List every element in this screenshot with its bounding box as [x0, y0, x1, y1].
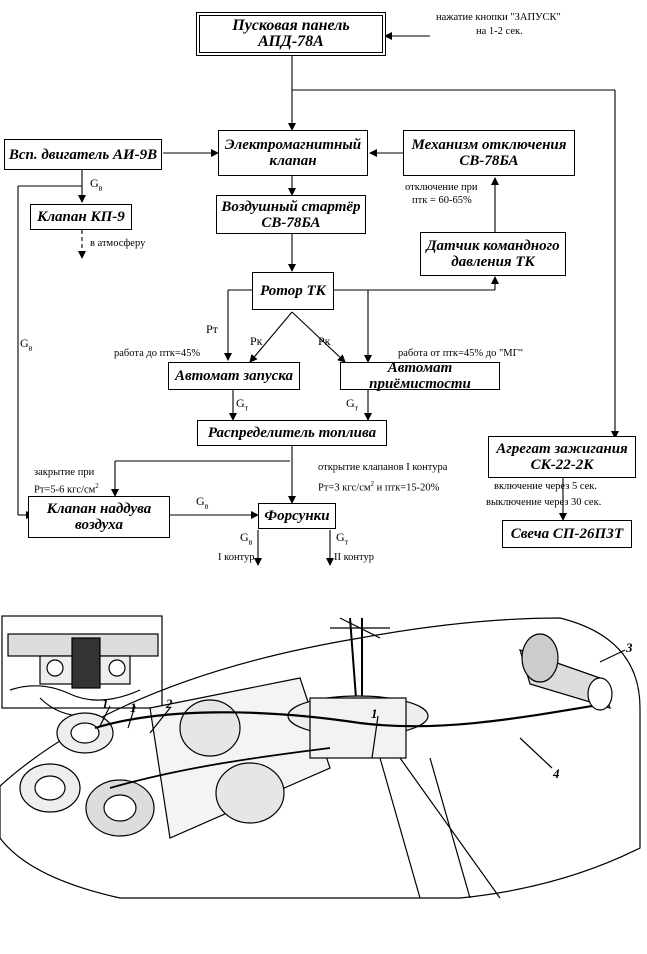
- closing-note-1: закрытие при: [34, 467, 95, 478]
- pressure-sensor-block: Датчик командного давления ТК: [420, 232, 566, 276]
- solenoid-valve-label-2: клапан: [269, 153, 317, 169]
- spark-plug-label: Свеча СП-26ПЗТ: [510, 526, 624, 542]
- opening-note-2-text: Рт=3 кгс/см: [318, 482, 371, 494]
- throttle-automat-block: Автомат приёмистости: [340, 360, 500, 392]
- boost-valve-block: Клапан наддува воздуха: [28, 496, 170, 538]
- callout-1b: 1: [130, 700, 137, 715]
- fuel-distributor-block: Распределитель топлива: [197, 420, 387, 446]
- rotor-tk-block: Ротор ТК: [252, 272, 334, 310]
- callout-4: 4: [553, 766, 560, 781]
- gt-symbol-throttle: Gт: [346, 396, 359, 413]
- contour-2-note: II контур: [334, 552, 375, 563]
- atmosphere-note: в атмосферу: [90, 238, 146, 249]
- injectors-block: Форсунки: [258, 503, 336, 529]
- gv-symbol-boost: Gв: [196, 494, 209, 511]
- inset-detail-frame: [1, 615, 163, 709]
- air-starter-label-2: СВ-78БА: [261, 214, 321, 231]
- opening-note-1: открытие клапанов I контура: [318, 462, 448, 473]
- nacelle-outline: [0, 617, 641, 899]
- pk-symbol-right: Рк: [318, 334, 331, 348]
- throttle-automat-label: Автомат приёмистости: [369, 360, 471, 392]
- callout-1a: 1: [102, 696, 109, 711]
- callout-3: 3: [626, 640, 633, 655]
- air-starter-block: Воздушный стартёр СВ-78БА: [216, 195, 366, 234]
- ignition-unit-label-1: Агрегат зажигания: [496, 441, 628, 457]
- cutoff-mechanism-label-1: Механизм отключения: [411, 137, 567, 153]
- aux-engine-block: Всп. двигатель АИ-9В: [4, 139, 162, 170]
- solenoid-valve-block: Электромагнитный клапан: [218, 130, 368, 176]
- air-starter-label-1: Воздушный стартёр: [221, 198, 361, 215]
- injectors-label: Форсунки: [264, 508, 330, 524]
- gv-symbol-aux: Gв: [90, 176, 103, 193]
- spark-plug-block: Свеча СП-26ПЗТ: [502, 520, 632, 548]
- cutoff-mechanism-label-2: СВ-78БА: [459, 153, 519, 169]
- ignition-unit-block: Агрегат зажигания СК-22-2К: [488, 436, 636, 478]
- opening-note-2-exp: 2: [370, 480, 375, 488]
- closing-note-2: Рт=5-6 кгс/см2: [34, 480, 99, 497]
- pt-symbol-rotor: Рт: [206, 322, 218, 336]
- pressure-sensor-label-1: Датчик командного: [426, 238, 560, 254]
- callout-2: 2: [166, 696, 173, 711]
- boost-valve-label-2: воздуха: [75, 517, 123, 533]
- contour-1-note: I контур: [218, 552, 255, 563]
- rotor-tk-label: Ротор ТК: [260, 283, 326, 299]
- gt-symbol-contour2: Gт: [336, 530, 349, 547]
- gv-symbol-left: Gв: [20, 336, 33, 353]
- start-automat-label: Автомат запуска: [174, 368, 294, 384]
- solenoid-valve-label-1: Электромагнитный: [224, 137, 362, 153]
- pk-symbol-left: Рк: [250, 334, 263, 348]
- switch-off-note: выключение через 30 сек.: [486, 497, 602, 508]
- engine-installation-illustration: [0, 615, 641, 899]
- aux-engine-label: Всп. двигатель АИ-9В: [8, 146, 158, 163]
- ignition-harness: [94, 701, 611, 730]
- pressure-sensor-label-2: давления ТК: [451, 254, 535, 270]
- gt-symbol-start: Gт: [236, 396, 249, 413]
- cutoff-note-1: отключение при: [405, 182, 478, 193]
- work-to-45-note: работа до птк=45%: [114, 348, 201, 359]
- closing-note-2-exp: 2: [95, 482, 99, 490]
- callout-1c: 1: [371, 706, 378, 721]
- start-button-note-2: на 1-2 сек.: [476, 26, 523, 37]
- switch-on-note: включение через 5 сек.: [494, 481, 598, 492]
- start-automat-block: Автомат запуска: [168, 362, 300, 390]
- cutoff-mechanism-block: Механизм отключения СВ-78БА: [403, 130, 575, 176]
- start-panel-block: Пусковая панель АПД-78А: [196, 12, 386, 56]
- fuel-distributor-label: Распределитель топлива: [207, 425, 377, 441]
- boost-valve-label-1: Клапан наддува: [46, 501, 152, 517]
- gv-symbol-contour1: Gв: [240, 530, 253, 547]
- ignition-unit-label-2: СК-22-2К: [530, 457, 594, 473]
- closing-note-2-text: Рт=5-6 кгс/см: [34, 484, 96, 496]
- valve-kp9-label: Клапан КП-9: [37, 209, 125, 225]
- start-panel-label: Пусковая панель АПД-78А: [232, 17, 350, 50]
- opening-note-2-rest: и птк=15-20%: [376, 482, 440, 494]
- valve-kp9-block: Клапан КП-9: [30, 204, 132, 230]
- opening-note-2: Рт=3 кгс/см2 и птк=15-20%: [318, 478, 439, 495]
- flow-connectors: [17, 32, 619, 566]
- work-from-45-note: работа от птк=45% до "МГ": [398, 348, 523, 359]
- start-button-note-1: нажатие кнопки "ЗАПУСК": [436, 12, 561, 23]
- cutoff-note-2: птк = 60-65%: [412, 195, 472, 206]
